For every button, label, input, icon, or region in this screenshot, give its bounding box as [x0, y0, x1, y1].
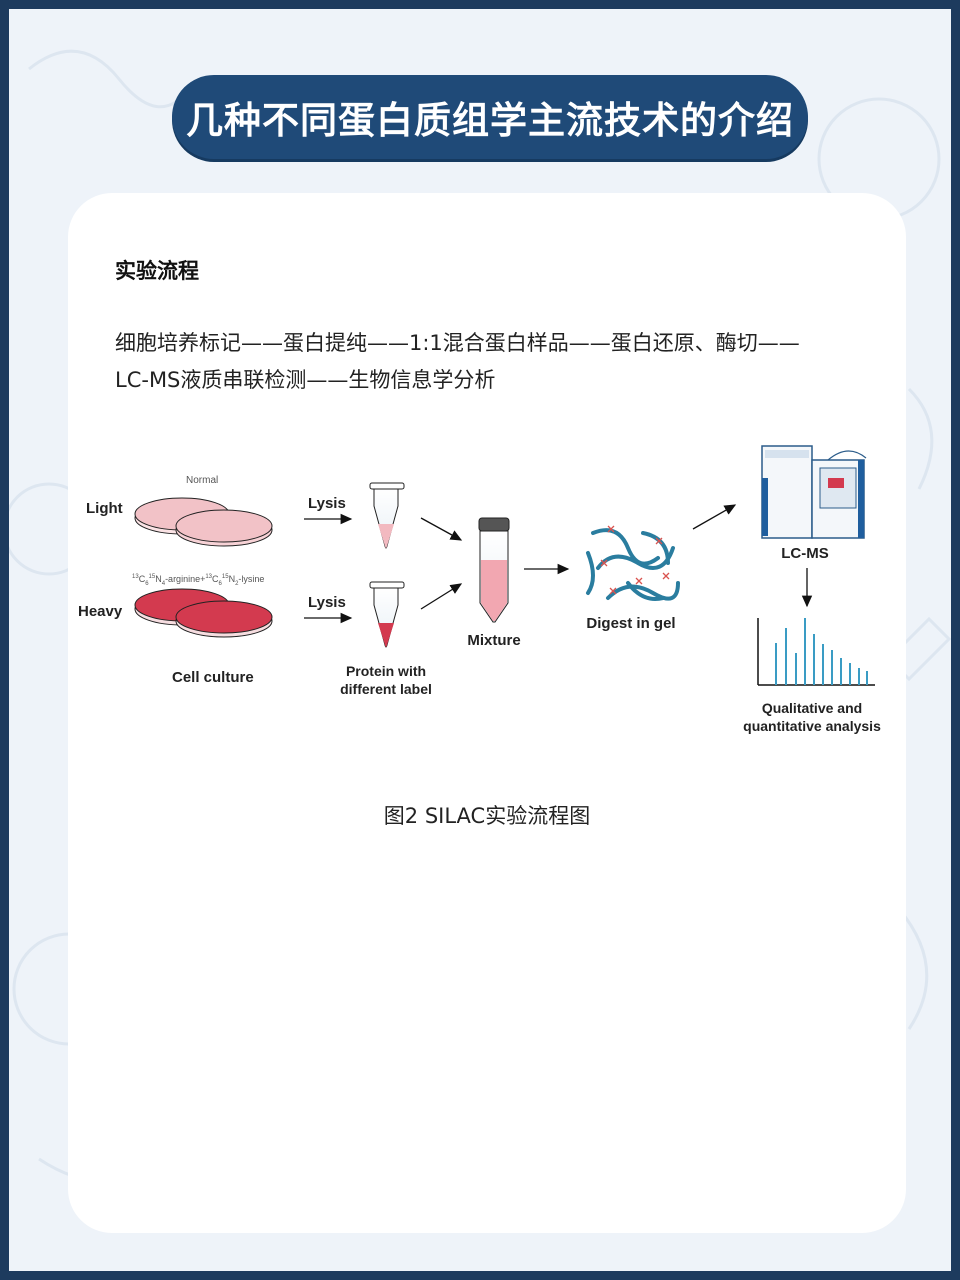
mass-spectrum-icon [757, 618, 875, 686]
protein-label-line-2: different label [340, 681, 432, 697]
normal-label: Normal [186, 475, 218, 486]
lcms-instrument-icon [761, 445, 867, 539]
heavy-tube-icon [369, 581, 405, 648]
lysis-label-2: Lysis [308, 594, 346, 611]
workflow-line-1: 细胞培养标记——蛋白提纯——1:1混合蛋白样品——蛋白还原、酶切—— [115, 331, 800, 355]
analysis-label-line-1: Qualitative and [762, 700, 862, 716]
mixture-label: Mixture [467, 632, 520, 649]
protein-label-line-1: Protein with [346, 663, 426, 679]
scissors-icons [600, 525, 670, 595]
lcms-arrow [692, 504, 737, 530]
figure-caption: 图2 SILAC实验流程图 [383, 804, 591, 828]
merge-arrow-1 [420, 517, 463, 541]
lysis-label-1: Lysis [308, 495, 346, 512]
title-banner: 几种不同蛋白质组学主流技术的介绍 [172, 75, 808, 159]
workflow-line-2: LC-MS液质串联检测——生物信息学分析 [115, 368, 496, 392]
mixture-tube-icon [478, 517, 510, 623]
section-heading: 实验流程 [115, 259, 199, 283]
lcms-label: LC-MS [781, 545, 829, 562]
merge-arrow-2 [420, 583, 463, 610]
heavy-label: Heavy [78, 603, 123, 620]
content-card: 实验流程 细胞培养标记——蛋白提纯——1:1混合蛋白样品——蛋白还原、酶切—— … [68, 193, 906, 1233]
silac-diagram: Light Normal 13C615N4-arginine+13C615N2-… [78, 445, 881, 734]
heavy-dish-icon [134, 588, 273, 638]
light-tube-icon [369, 482, 405, 549]
light-dish-icon [134, 497, 273, 547]
workflow-text: 细胞培养标记——蛋白提纯——1:1混合蛋白样品——蛋白还原、酶切—— LC-MS… [115, 325, 895, 399]
digest-peptides-icon [586, 528, 680, 601]
page-title: 几种不同蛋白质组学主流技术的介绍 [186, 99, 794, 142]
cell-culture-label: Cell culture [172, 669, 254, 686]
light-label: Light [86, 500, 123, 517]
heavy-isotope-label: 13C615N4-arginine+13C615N2-lysine [132, 574, 264, 587]
analysis-label-line-2: quantitative analysis [743, 718, 881, 734]
digest-label: Digest in gel [586, 615, 675, 632]
